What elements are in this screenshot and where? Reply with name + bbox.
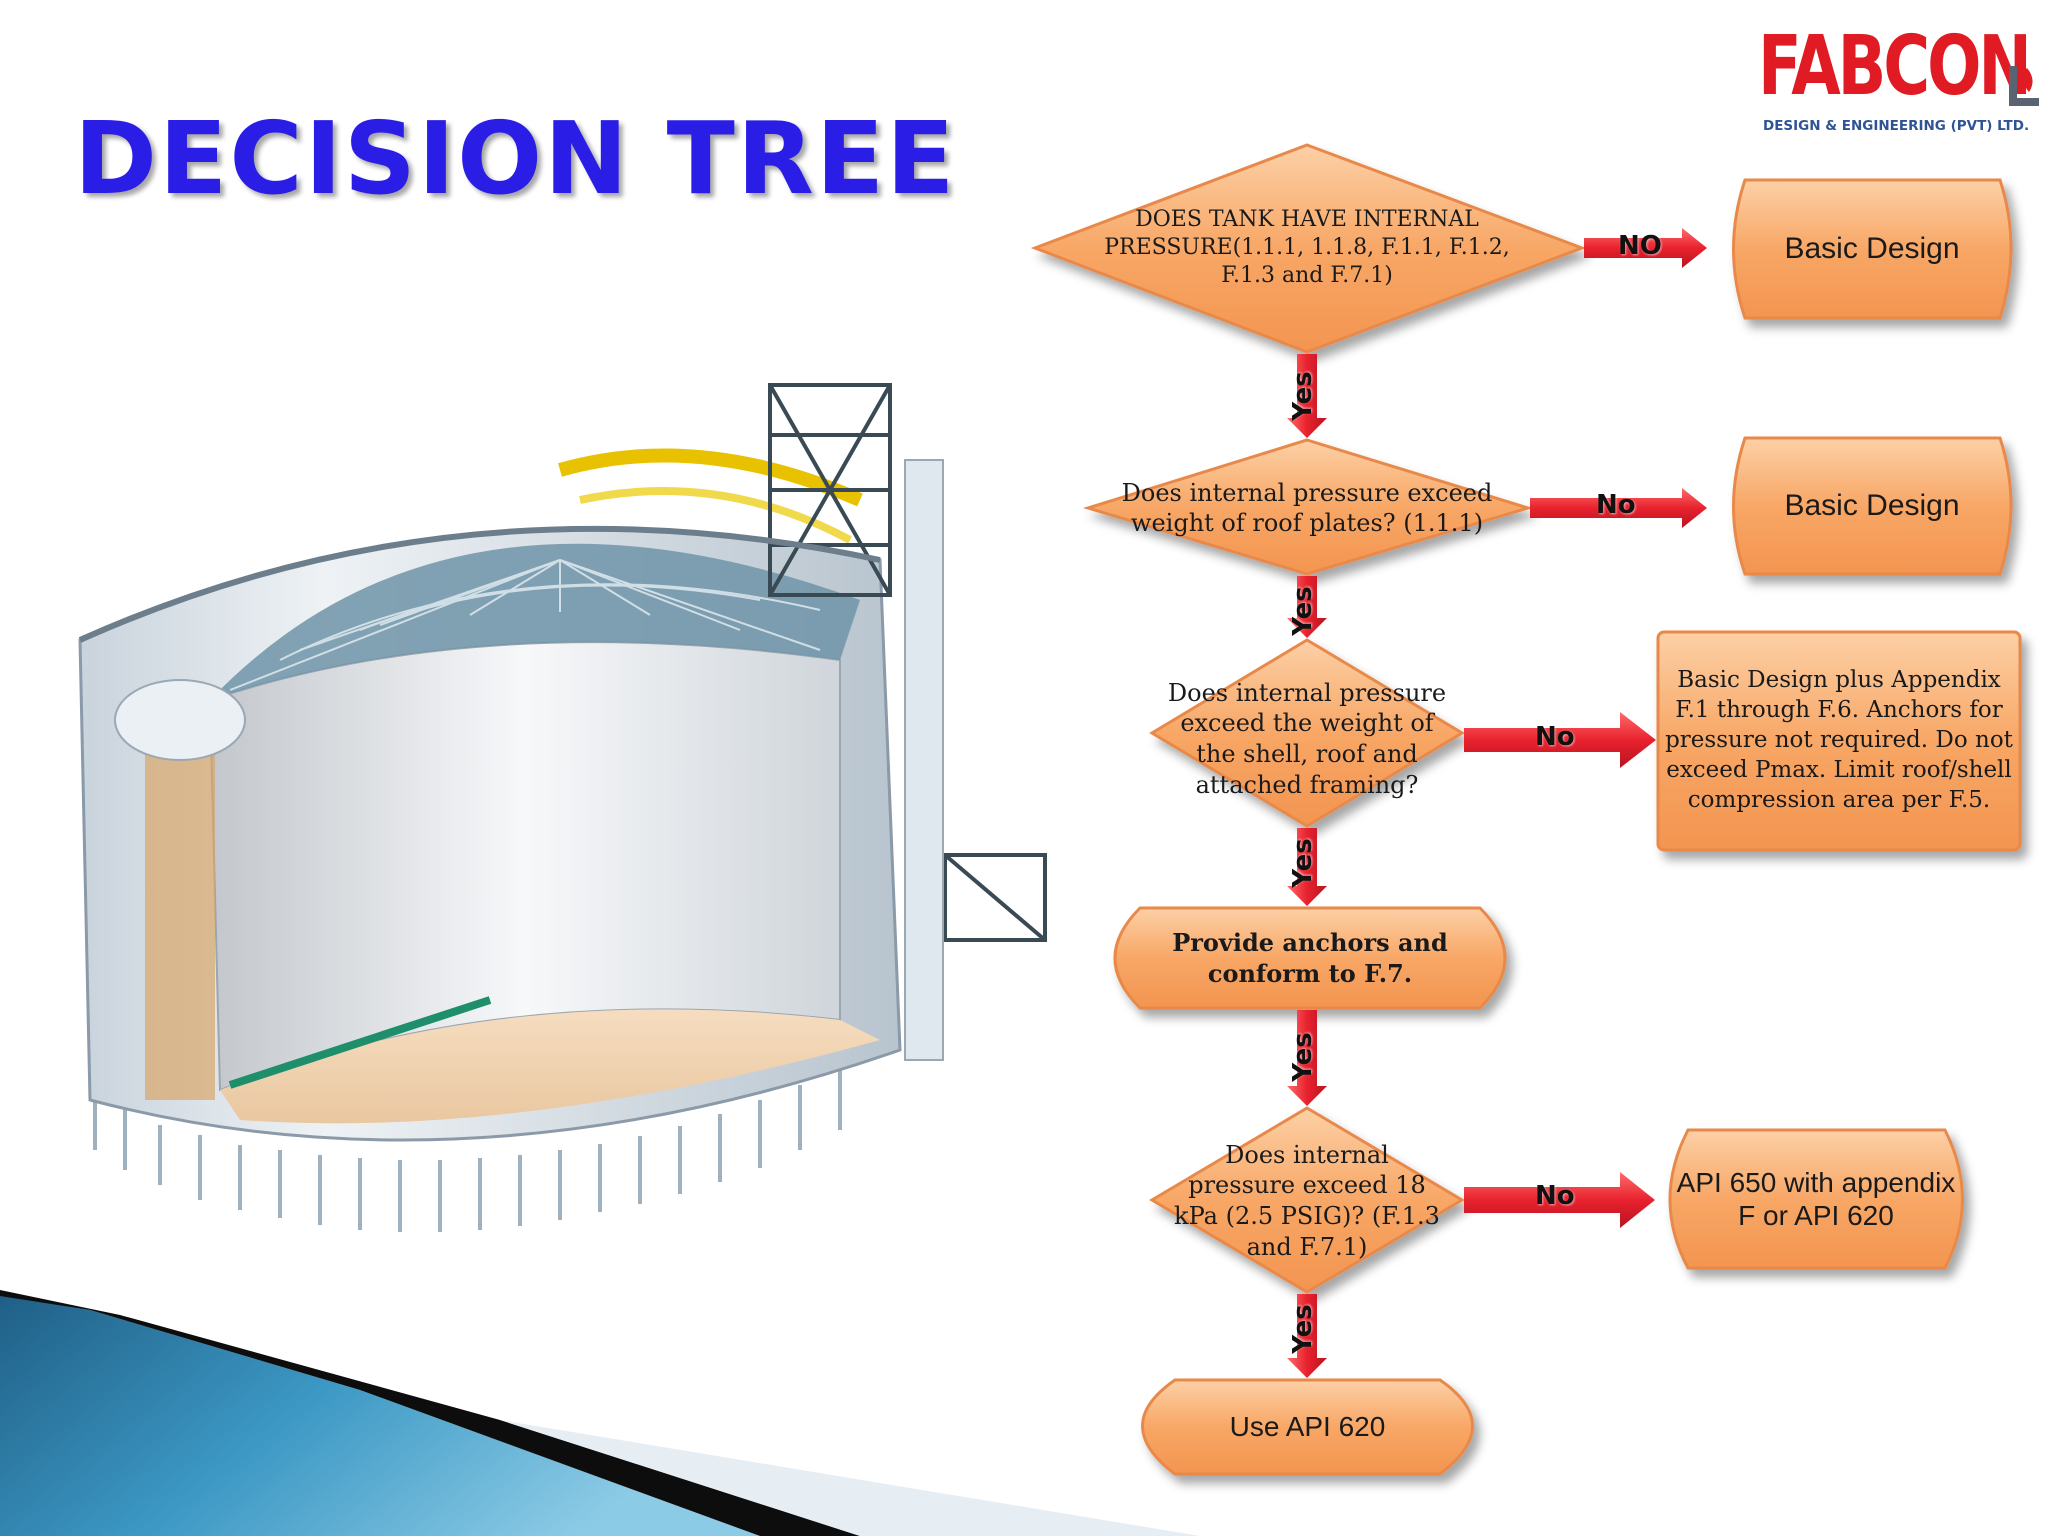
decision-3-shape xyxy=(1149,638,1465,828)
outcome-5-text: Use API 620 xyxy=(1229,1411,1386,1442)
logo-wordmark: FABCON xyxy=(1758,19,2032,114)
outcome-5-shape xyxy=(1141,1378,1474,1476)
edge-label-d1-o1: NO xyxy=(1618,231,1662,261)
outcome-5-node: Use API 620 xyxy=(1160,1380,1455,1474)
edge-label-d4-o4: No xyxy=(1535,1181,1575,1211)
outcome-3-text: Basic Design plus Appendix F.1 through F… xyxy=(1665,667,2013,813)
decision-1-node: DOES TANK HAVE INTERNAL PRESSURE(1.1.1, … xyxy=(1090,200,1524,296)
edge-d3-p1-arrow xyxy=(1287,828,1327,906)
slide-title: DECISION TREE xyxy=(74,100,957,217)
outcome-1-shape xyxy=(1732,178,2013,320)
edge-label-d4-o5: Yes xyxy=(1287,1304,1318,1354)
process-1-text: Provide anchors and conform to F.7. xyxy=(1172,927,1448,988)
outcome-4-text: API 650 with appendix F or API 620 xyxy=(1676,1166,1956,1231)
decision-2-node: Does internal pressure exceed weight of … xyxy=(1100,470,1514,546)
edge-label-d3-o3: No xyxy=(1535,722,1575,752)
outcome-2-node: Basic Design xyxy=(1740,438,2004,574)
outcome-1-text: Basic Design xyxy=(1784,232,1960,265)
decision-2-shape xyxy=(1082,438,1534,576)
decision-1-text: DOES TANK HAVE INTERNAL PRESSURE(1.1.1, … xyxy=(1104,206,1510,289)
decision-2-text: Does internal pressure exceed weight of … xyxy=(1121,479,1493,537)
decision-4-node: Does internal pressure exceed 18 kPa (2.… xyxy=(1170,1136,1444,1266)
edge-label-d1-d2: Yes xyxy=(1287,371,1318,421)
decision-3-text: Does internal pressure exceed the weight… xyxy=(1167,678,1447,799)
edge-d4-o4-arrow xyxy=(1464,1172,1655,1228)
fabcon-logo: FABCON DESIGN & ENGINEERING (PVT) LTD. xyxy=(1755,18,2045,148)
outcome-2-text: Basic Design xyxy=(1784,489,1960,522)
edge-label-d2-d3: Yes xyxy=(1287,586,1318,636)
logo-tagline: DESIGN & ENGINEERING (PVT) LTD. xyxy=(1763,118,2030,134)
edge-d3-o3-arrow xyxy=(1464,712,1656,768)
flame-logo-icon xyxy=(2009,66,2039,106)
outcome-4-shape xyxy=(1668,1128,1964,1270)
outcome-2-shape xyxy=(1732,436,2013,576)
process-1-shape xyxy=(1113,906,1507,1010)
edge-d4-o5-arrow xyxy=(1287,1294,1327,1378)
edge-d1-o1-arrow xyxy=(1584,228,1707,268)
edge-label-p1-d4: Yes xyxy=(1287,1032,1318,1082)
edge-p1-d4-arrow xyxy=(1287,1010,1327,1106)
decision-4-text: Does internal pressure exceed 18 kPa (2.… xyxy=(1174,1140,1440,1261)
outcome-1-node: Basic Design xyxy=(1740,180,2004,318)
edge-d2-d3-arrow xyxy=(1287,576,1327,638)
decision-3-node: Does internal pressure exceed the weight… xyxy=(1162,664,1452,814)
outcome-3-shape xyxy=(1656,630,2022,852)
outcome-4-node: API 650 with appendix F or API 620 xyxy=(1676,1130,1956,1268)
decision-1-shape xyxy=(1030,143,1587,354)
edge-label-d2-o2: No xyxy=(1596,490,1636,520)
decision-4-shape xyxy=(1149,1106,1465,1294)
edge-d1-d2-arrow xyxy=(1287,354,1327,438)
edge-d2-o2-arrow xyxy=(1530,488,1707,528)
process-1-node: Provide anchors and conform to F.7. xyxy=(1140,908,1480,1008)
outcome-3-node: Basic Design plus Appendix F.1 through F… xyxy=(1662,632,2016,850)
edge-label-d3-p1: Yes xyxy=(1287,838,1318,888)
